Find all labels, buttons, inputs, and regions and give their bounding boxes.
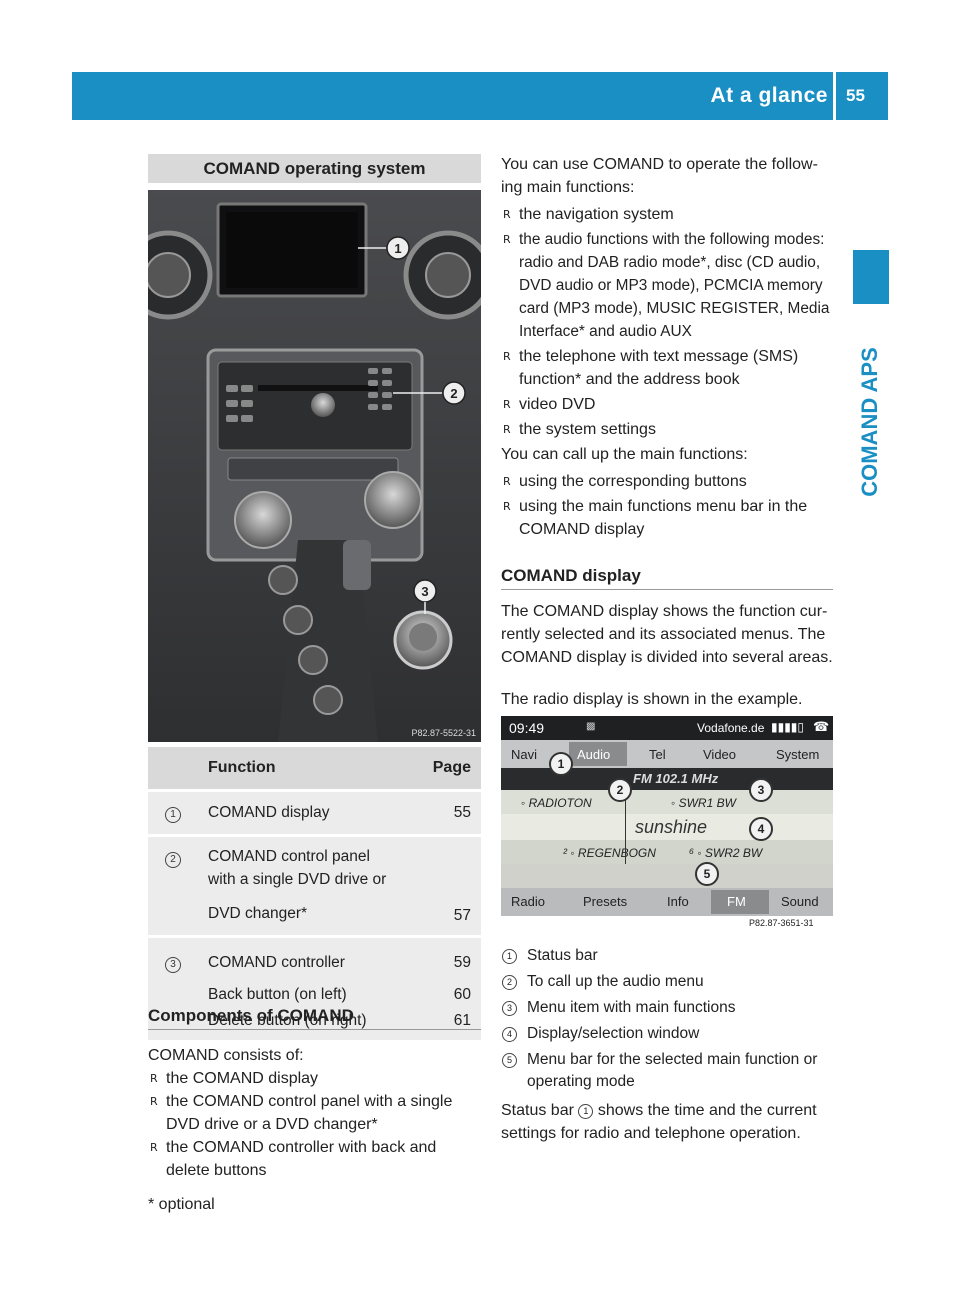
display-heading: COMAND display [501,566,641,585]
components-heading: Components of COMAND [148,1006,354,1025]
radio-tab-video: Video [703,747,737,762]
row-page: 55 [411,792,481,834]
radio-current-station: sunshine [635,817,708,837]
radio-callout-2: 2 [608,778,632,802]
functions-intro: You can use COMAND to operate the follow… [501,156,818,196]
list-item: the COMAND controller with back and dele… [148,1136,481,1182]
list-item: the COMAND control panel with a single D… [148,1090,481,1136]
display-paragraph: The COMAND display shows the function cu… [501,603,833,666]
row-function: Delete button (on right) [198,1008,411,1040]
header-separator [833,72,836,120]
list-item: the system settings [501,418,836,441]
radio-display-image: 09:49 ▩ Vodafone.de ▮▮▮▮▯ ☎ Navi Audio T… [501,716,833,932]
radio-intro: The radio display is shown in the exampl… [501,691,803,708]
table-row: Delete button (on right) 61 [148,1008,481,1040]
section-title: COMAND operating system [148,154,481,183]
row-page: 61 [411,1008,481,1040]
call-intro: You can call up the main functions: [501,446,748,463]
components-list: the COMAND display the COMAND control pa… [148,1067,481,1182]
header-title: At a glance [710,84,828,107]
radio-menu-radio: Radio [511,894,545,909]
radio-menu-presets: Presets [583,894,628,909]
list-item: video DVD [501,393,836,416]
row-page: 57 [411,837,481,935]
table-row: 1 COMAND display 55 [148,792,481,834]
radio-callout-5: 5 [695,862,719,886]
radio-station-1: ◦ RADIOTON [521,796,592,810]
row-function-line: COMAND control panel [208,848,370,865]
list-item: the navigation system [501,203,836,226]
radio-tab-audio: Audio [577,747,611,762]
radio-menu-sound: Sound [781,894,819,909]
row-page: 60 [411,982,481,1008]
col-function-header: Function [198,747,411,789]
status-operator: Vodafone.de [697,721,765,735]
photo-callout-3: 3 [421,584,428,599]
radio-callout-1: 1 [549,752,573,776]
table-row: 2 COMAND control panel with a single DVD… [148,837,481,935]
signal-icon: ▮▮▮▮▯ [771,720,805,734]
list-item: the audio functions with the following m… [501,228,836,343]
row-number: 2 [165,852,181,868]
radio-frequency: FM 102.1 MHz [633,771,719,786]
radio-tab-system: System [776,747,820,762]
radio-station-6: ⁶ ◦ SWR2 BW [689,846,763,860]
radio-tab-navi: Navi [511,747,538,762]
row-number: 1 [165,806,181,823]
col-page-header: Page [411,747,481,789]
row-number: 3 [165,956,181,973]
side-section-label: COMAND APS [857,347,882,497]
phone-icon: ☎ [813,719,830,734]
row-function: COMAND controller [198,938,411,982]
radio-tab-tel: Tel [649,747,666,762]
row-function: COMAND display [198,792,411,834]
photo-callout-1: 1 [394,241,401,256]
row-page: 59 [411,938,481,982]
photo-callout-2: 2 [450,386,457,401]
radio-station-5: ◦ SWR1 BW [671,796,736,810]
header-bar [72,72,888,120]
radio-menu-info: Info [667,894,689,909]
status-icon: ▩ [586,721,596,732]
status-time: 09:49 [509,720,545,736]
right-column-top: You can use COMAND to operate the follow… [501,153,836,541]
radio-image-code: P82.87-3651-31 [749,918,814,928]
list-item: using the corresponding buttons [501,470,836,493]
list-item: the COMAND display [148,1067,481,1090]
radio-callout-4: 4 [749,817,773,841]
table-row: 3 COMAND controller 59 [148,938,481,982]
list-item: using the main functions menu bar in the… [501,495,836,541]
side-tab-marker [853,250,889,304]
row-function: Back button (on left) [198,982,411,1008]
radio-callout-3: 3 [749,778,773,802]
cockpit-photo: 1 2 3 P82.87-5522-31 [148,190,481,742]
footnote: * optional [148,1196,215,1213]
row-function-line: DVD changer* [208,905,308,922]
photo-code: P82.87-5522-31 [411,728,476,738]
heading-rule [501,589,833,590]
heading-rule [148,1029,481,1030]
status-bar-paragraph: Status bar 1 shows the time and the curr… [501,1102,817,1142]
radio-menu-fm: FM [727,894,746,909]
components-intro: COMAND consists of: [148,1047,304,1064]
function-table: Function Page 1 COMAND display 55 2 COMA… [148,747,481,1040]
list-item: the telephone with text message (SMS) fu… [501,345,836,391]
radio-station-2: ² ◦ REGENBOGN [563,846,656,860]
page-number: 55 [846,86,865,105]
row-function-line: with a single DVD drive or [208,871,387,888]
table-row: Back button (on left) 60 [148,982,481,1008]
